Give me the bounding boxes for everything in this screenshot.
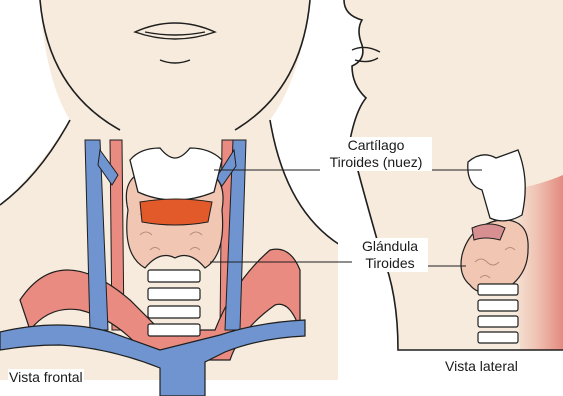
front-trachea-ring — [148, 306, 200, 318]
thyroid-cartilage-label: Cartílago Tiroides (nuez) — [320, 137, 432, 171]
front-view-caption: Vista frontal — [8, 369, 84, 386]
side-view-figure — [344, 0, 563, 350]
side-trachea-ring — [478, 332, 518, 343]
front-trachea-ring — [148, 324, 200, 336]
side-view-caption: Vista lateral — [444, 358, 519, 375]
side-trachea-ring — [478, 300, 518, 311]
thyroid-gland-label-line1: Glándula — [353, 238, 427, 255]
thyroid-gland-label-line2: Tiroides — [353, 255, 427, 272]
front-trachea-ring — [148, 270, 200, 282]
thyroid-cartilage-label-line2: Tiroides (nuez) — [321, 154, 431, 171]
front-cricoid-band — [140, 199, 212, 225]
thyroid-cartilage-label-line1: Cartílago — [321, 137, 431, 154]
thyroid-gland-label: Glándula Tiroides — [352, 238, 428, 272]
front-trachea-ring — [148, 288, 200, 300]
side-trachea-ring — [478, 284, 518, 295]
front-view-figure — [0, 0, 340, 396]
side-thyroid-dark — [472, 224, 505, 240]
side-trachea-ring — [478, 316, 518, 327]
